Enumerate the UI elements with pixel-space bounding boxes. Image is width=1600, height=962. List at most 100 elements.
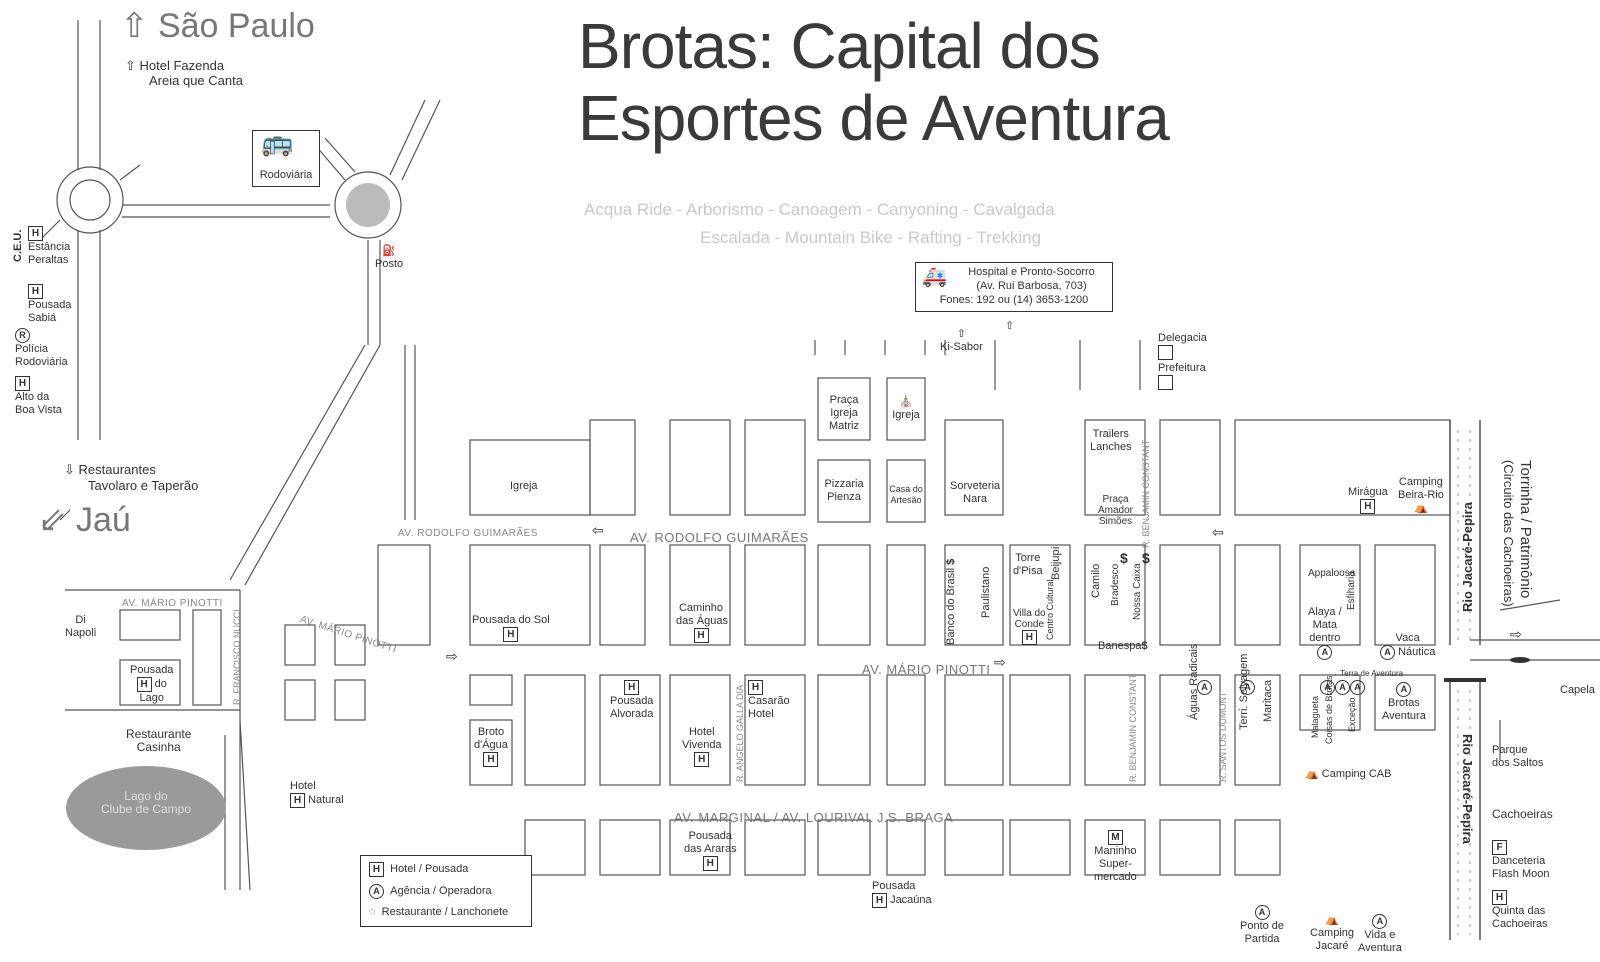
bank-icon: $: [1120, 550, 1128, 566]
hospital-box: 🚑 Hospital e Pronto-Socorro (Av. Rui Bar…: [915, 262, 1113, 312]
street-mario-center: AV. MÁRIO PINOTTI: [862, 662, 991, 677]
street-mario-arrow: ⇨: [994, 654, 1006, 670]
dance-icon: F: [1492, 840, 1507, 855]
nossa-caixa: Nossa Caixa: [1132, 563, 1143, 620]
tent-icon: ⛺: [1325, 914, 1339, 926]
rodoviaria-box: 🚌 Rodoviária: [252, 127, 320, 187]
hotel-icon: H: [1492, 890, 1507, 905]
areia-label: Areia que Canta: [149, 73, 243, 88]
hotel-icon: H: [693, 628, 709, 643]
direction-sao-paulo: ⇧ São Paulo: [120, 7, 315, 45]
delegacia: Delegacia: [1158, 332, 1207, 364]
terra-aventura: → Terra de Aventura: [1330, 669, 1404, 678]
street-rodolfo: AV. RODOLFO GUIMARÃES: [630, 530, 809, 545]
legend-box: H Hotel / Pousada A Agência / Operadora …: [360, 855, 532, 927]
fuel-icon: ⛽: [382, 245, 396, 257]
hospital-arrow: ⇧: [1005, 320, 1015, 332]
street-rodolfo-arrow-right: ⇦: [1212, 524, 1224, 540]
church-icon: ⛪: [899, 396, 913, 408]
jau-label: Jaú: [75, 501, 131, 539]
hotel-icon: H: [15, 376, 30, 391]
hotel-icon: H: [28, 284, 43, 299]
market-icon: M: [1107, 830, 1123, 845]
direction-jau: ⇙ Jaú: [38, 501, 131, 539]
camping-cab: ⛺ Camping CAB: [1305, 768, 1392, 780]
hotel-icon: H: [702, 856, 718, 871]
agency-icon: A: [1372, 914, 1388, 929]
sports-line-2: Escalada - Mountain Bike - Rafting - Tre…: [700, 228, 1042, 247]
tent-icon: ⛺: [1305, 768, 1319, 780]
hospital-phones: Fones: 192 ou (14) 3653-1200: [939, 294, 1089, 306]
police-icon: R: [15, 328, 30, 343]
hospital-address: (Av. Rui Barbosa, 703): [976, 280, 1087, 292]
street-marginal: AV. MARGINAL / AV. LOURIVAL J.S. BRAGA: [674, 810, 954, 825]
hotel-icon: H: [28, 226, 43, 241]
street-rodolfo-small: AV. RODOLFO GUIMARÃES: [398, 528, 538, 539]
sao-paulo-label: São Paulo: [157, 7, 315, 45]
cachoeiras-circuit: (Circuito das Cachoeiras): [1501, 460, 1516, 607]
centro-cultural: Centro Cultural: [1045, 579, 1055, 640]
ambulance-icon: 🚑: [922, 266, 947, 288]
rodoviaria-label: Rodoviária: [259, 169, 313, 181]
paulistano: Paulistano: [980, 566, 992, 618]
ceu-label: C.E.U.: [12, 229, 24, 262]
river-lower: Rio Jacaré-Pepira: [1460, 734, 1475, 844]
torrinha-arrow: ⇨: [1510, 626, 1522, 642]
agency-icon: A: [1254, 905, 1270, 920]
street-francisco: R. FRANCISCO NUCCI: [232, 609, 242, 705]
camilo: Camilo: [1090, 563, 1102, 598]
banespa: Banespa$: [1098, 640, 1148, 652]
street-mario-diag-arrow: ⇨: [446, 648, 458, 664]
hotel-icon: H: [1021, 630, 1037, 645]
street-benjamin-2: R. BENJAMIN CONSTANT: [1128, 673, 1138, 782]
legend-agency: A Agência / Operadora: [369, 884, 492, 899]
hotel-icon: H: [1360, 499, 1376, 514]
hotel-icon: H: [483, 752, 499, 767]
street-mario-left: AV. MÁRIO PINOTTI: [122, 598, 223, 609]
hotel-fazenda-label: ⇧ Hotel Fazenda Areia que Canta: [125, 58, 243, 88]
cachoeiras: Cachoeiras: [1492, 807, 1553, 821]
capela: Capela: [1560, 684, 1595, 696]
bank-icon: $: [1142, 550, 1150, 566]
hotel-icon: H: [624, 680, 640, 695]
maritaca: Maritaca: [1262, 679, 1274, 722]
agency-icon: A: [1197, 680, 1212, 695]
sports-line-1: Acqua Ride - Arborismo - Canoagem - Cany…: [584, 200, 1055, 219]
river-upper: Rio Jacaré-Pepira: [1460, 502, 1475, 612]
hospital-name: Hospital e Pronto-Socorro: [968, 266, 1095, 278]
hotel-icon: H: [503, 627, 519, 642]
appaloosa: Appaloosa: [1308, 568, 1356, 579]
bus-icon: 🚌: [261, 127, 294, 157]
hotel-icon: H: [872, 893, 887, 908]
street-rodolfo-arrow: ⇦: [592, 522, 604, 538]
